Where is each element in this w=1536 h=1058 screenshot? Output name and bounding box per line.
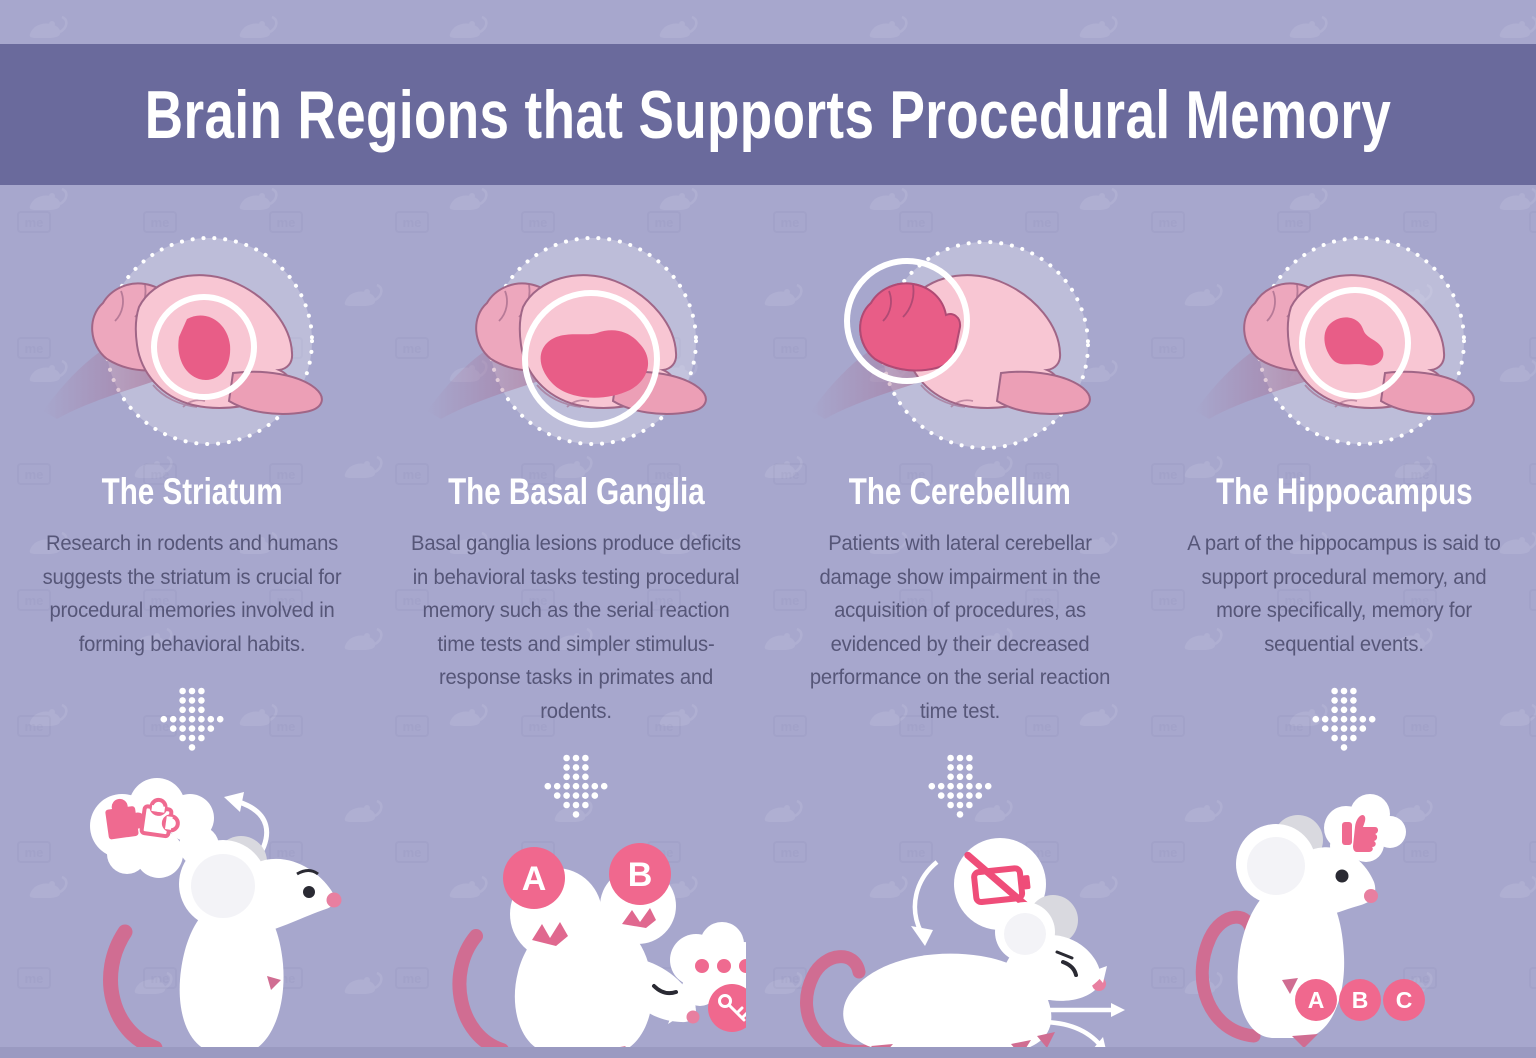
mouse-closed-eye [652,984,678,996]
section-body: A part of the hippocampus is said to sup… [1187,531,1501,656]
mouse-scene-striatum [27,766,357,1058]
badge-b: B [1339,979,1381,1022]
svg-text:A: A [1308,987,1325,1013]
title-banner: Brain Regions that Supports Procedural M… [0,44,1536,185]
bottom-strip [0,1047,1536,1058]
dotted-arrow-icon [543,752,609,820]
poster-title: Brain Regions that Supports Procedural M… [144,76,1392,153]
section-body: Patients with lateral cerebellar damage … [809,531,1111,723]
badge-c: C [1383,979,1425,1022]
svg-text:B: B [628,856,653,894]
mouse-scene-cerebellum [785,820,1135,1058]
svg-text:C: C [1396,987,1413,1013]
puzzle-icon [105,798,180,840]
mouse-tail [103,924,163,1056]
badge-b: B [609,843,671,906]
mouse-nose [686,1010,700,1024]
mouse-scene-basal-ganglia: A B [406,840,746,1058]
breath-arrows-icon [1038,966,1125,1055]
badge-a: A [503,847,565,910]
highlight-ring [151,294,257,400]
highlight-ring [844,258,970,384]
mouse-closed-eye [1061,960,1078,978]
brain-illustration-basal-ganglia [421,221,731,461]
content-columns: The Striatum Research in rodents and hum… [0,185,1536,1058]
dotted-arrow-icon [927,752,993,820]
mouse-illustration [452,868,700,1058]
curved-arrow-icon [911,860,939,947]
basal-ganglia-highlight [540,330,649,398]
ellipsis-dots-icon [695,959,746,974]
thumbs-up-icon [1342,815,1378,853]
highlight-ring [522,290,660,428]
dotted-arrow-icon [159,685,225,753]
column-cerebellum: The Cerebellum Patients with lateral cer… [768,185,1152,1058]
badge-a: A [1295,979,1337,1022]
column-basal-ganglia: The Basal Ganglia Basal ganglia lesions … [384,185,768,1058]
mouse-illustration [800,895,1106,1058]
section-heading: The Striatum [101,471,283,512]
dotted-arrow-icon [1311,685,1377,753]
mouse-nose [1364,889,1378,904]
brain-illustration-striatum [37,221,347,461]
section-body: Basal ganglia lesions produce deficits i… [411,531,741,723]
mouse-illustration [1195,815,1378,1049]
section-heading: The Hippocampus [1215,471,1473,512]
mouse-nose [326,892,342,908]
section-heading: The Cerebellum [848,471,1072,512]
svg-text:A: A [522,860,547,898]
brain-illustration-hippocampus [1189,221,1499,461]
cerebellum-highlight [859,282,962,372]
column-striatum: The Striatum Research in rodents and hum… [0,185,384,1058]
key-icon [708,984,746,1033]
mouse-illustration [103,836,342,1058]
mouse-tail [452,929,509,1058]
highlight-ring [1299,287,1411,399]
section-body: Research in rodents and humans suggests … [42,531,342,656]
mouse-eye [1335,869,1349,883]
mouse-eye [303,886,315,899]
svg-text:B: B [1352,987,1369,1013]
column-hippocampus: The Hippocampus A part of the hippocampu… [1152,185,1536,1058]
brain-illustration-cerebellum [805,221,1115,461]
hippocampus-highlight [1324,317,1384,366]
mouse-scene-hippocampus: A B C [1194,786,1494,1058]
striatum-highlight [178,315,231,380]
section-heading: The Basal Ganglia [447,471,705,512]
mouse-tail [1195,910,1261,1043]
